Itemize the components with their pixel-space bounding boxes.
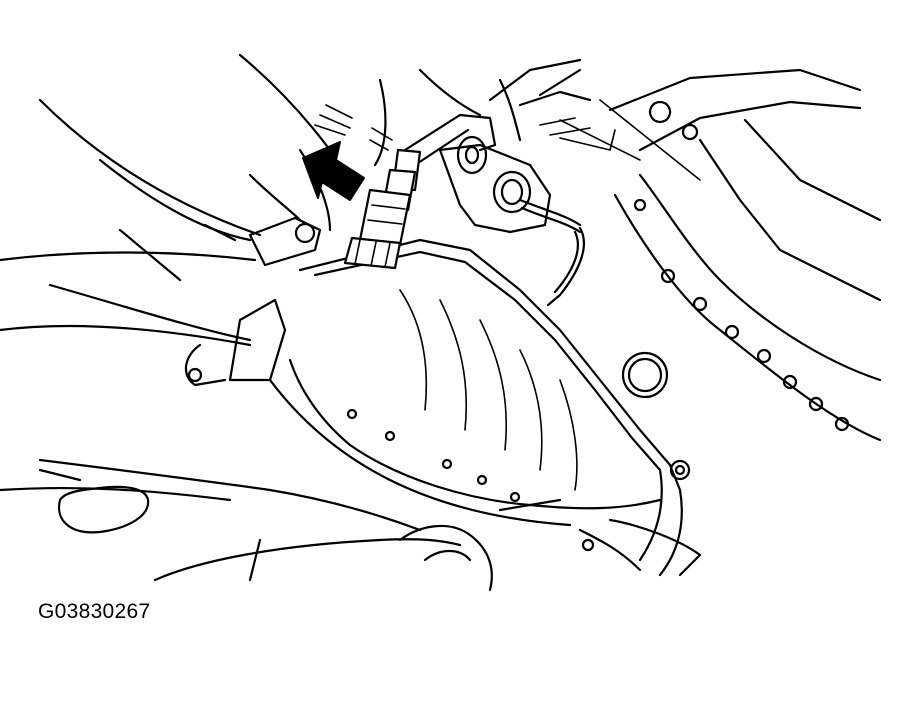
engine-block-contours xyxy=(38,53,482,342)
lower-crossmember xyxy=(0,458,702,592)
figure-id-label: G03830267 xyxy=(38,600,151,623)
catalytic-converter xyxy=(268,238,691,577)
upper-right-detail xyxy=(498,78,592,142)
sensor-mounting-bracket xyxy=(438,135,585,307)
oil-pan-housing xyxy=(488,58,882,442)
oxygen-sensor xyxy=(343,113,497,270)
exhaust-pipe xyxy=(0,216,322,387)
sensor-location-arrow-icon xyxy=(302,141,365,201)
